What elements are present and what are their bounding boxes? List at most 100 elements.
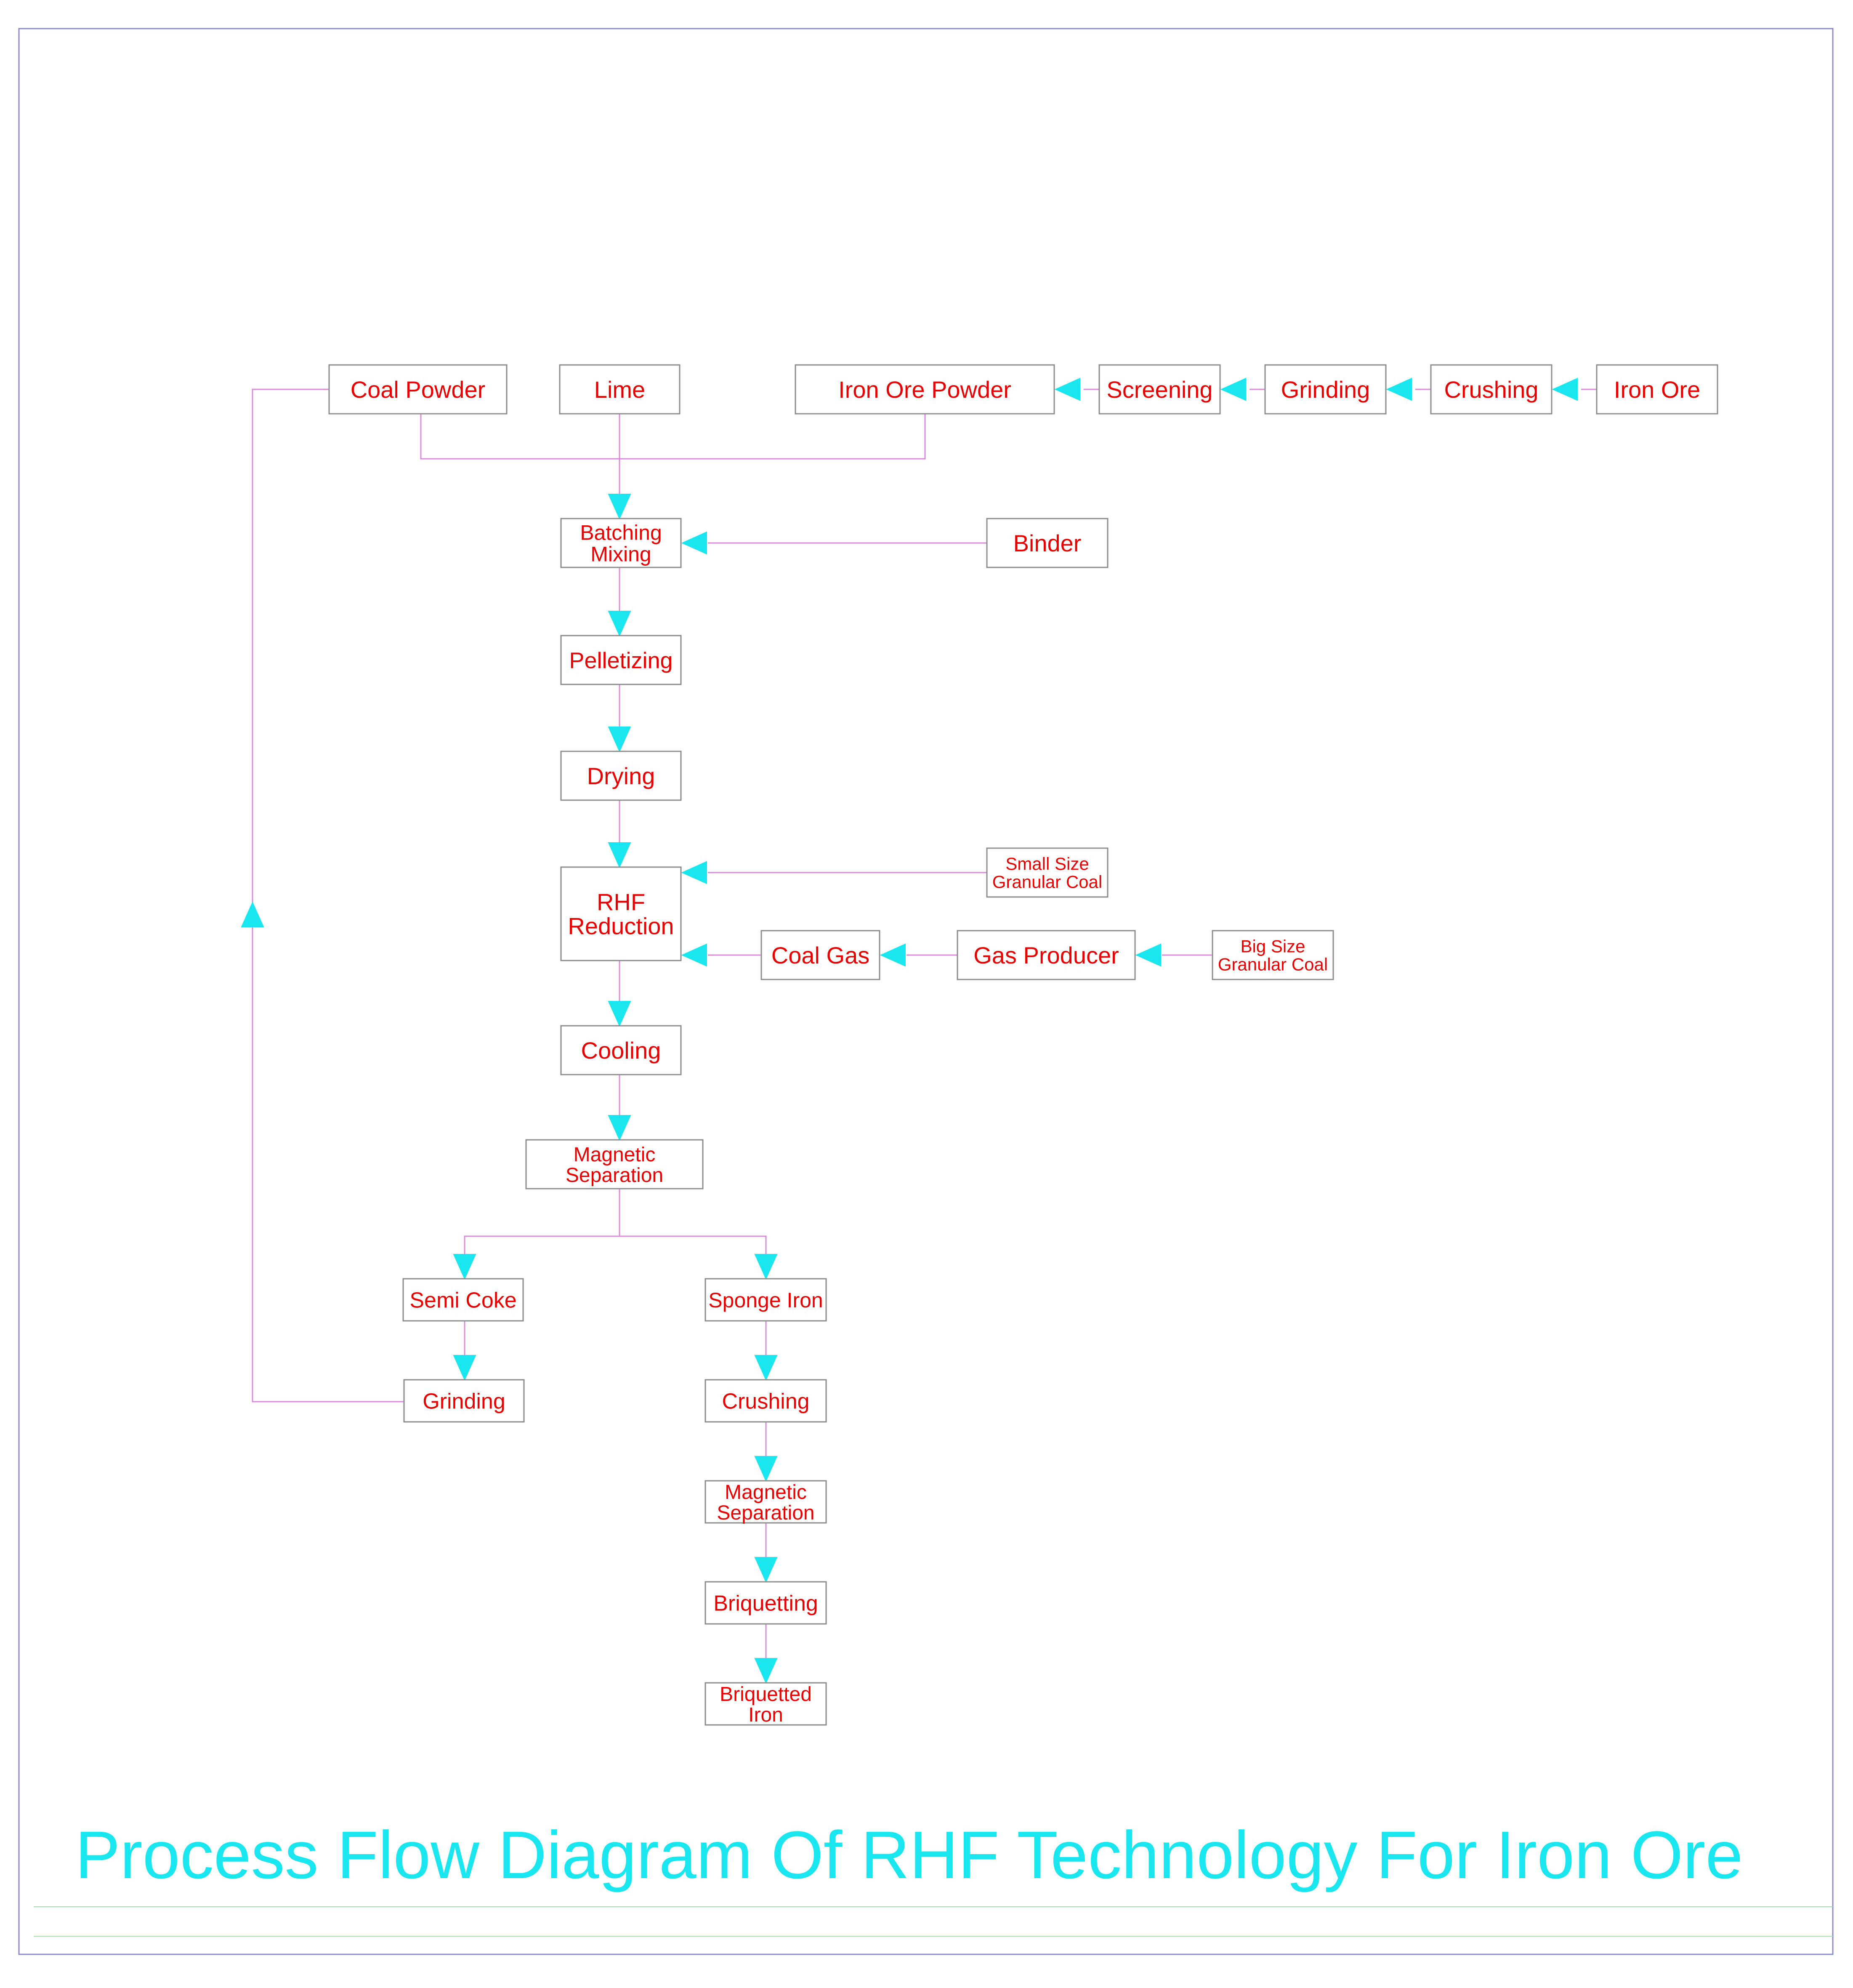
recycle-up-arrow [241, 901, 264, 927]
mix-input-arrow [608, 494, 631, 520]
node-lime: Lime [559, 364, 681, 415]
node-label-crushing-top: Crushing [1444, 376, 1538, 403]
node-box-screening [1098, 364, 1221, 415]
flow-arrows [241, 378, 1578, 1684]
node-label-magnetic-separation-1-line-1: Magnetic [574, 1144, 656, 1166]
node-briquetting: Briquetting [705, 1581, 827, 1625]
node-binder: Binder [986, 518, 1109, 568]
node-label-magnetic-separation-2-line-1: Magnetic [725, 1481, 807, 1504]
node-label-sponge-iron: Sponge Iron [708, 1288, 823, 1312]
node-gas-producer: Gas Producer [957, 930, 1136, 980]
node-box-batching-mixing [560, 518, 682, 568]
node-box-iron-ore-powder [795, 364, 1055, 415]
node-box-crushing-bottom [705, 1379, 827, 1423]
diagram-title: Process Flow Diagram Of RHF Technology F… [75, 1817, 1743, 1892]
node-semi-coke: Semi Coke [402, 1278, 524, 1322]
drying-arrow [608, 727, 631, 753]
crushing-top-arrow [1552, 378, 1578, 401]
node-box-grinding-bottom [403, 1379, 525, 1423]
node-label-screening: Screening [1106, 376, 1212, 403]
node-box-magnetic-separation-1 [525, 1139, 704, 1190]
node-label-cooling: Cooling [581, 1037, 661, 1064]
node-crushing-top: Crushing [1430, 364, 1553, 415]
node-coal-powder: Coal Powder [328, 364, 508, 415]
node-label-small-size-coal-line-1: Small Size [1005, 854, 1089, 874]
node-label-grinding-bottom: Grinding [423, 1389, 505, 1414]
node-box-iron-ore [1596, 364, 1718, 415]
node-label-big-size-coal-line-1: Big Size [1240, 937, 1305, 956]
node-label-magnetic-separation-1-line-2: Separation [566, 1164, 663, 1187]
node-label-iron-ore-powder: Iron Ore Powder [838, 376, 1011, 403]
crushing-bottom-arrow [754, 1355, 778, 1381]
node-box-crushing-top [1430, 364, 1553, 415]
node-box-lime [559, 364, 681, 415]
node-box-rhf-reduction [560, 866, 682, 961]
node-label-coal-powder: Coal Powder [351, 376, 486, 403]
briquetting-arrow [754, 1557, 778, 1583]
node-box-magnetic-separation-2 [705, 1480, 827, 1524]
node-pelletizing: Pelletizing [560, 635, 682, 685]
node-box-coal-gas [760, 930, 880, 980]
node-label-crushing-bottom: Crushing [722, 1389, 809, 1414]
grinding-recycle-line [252, 926, 404, 1403]
node-sponge-iron: Sponge Iron [705, 1278, 827, 1322]
node-box-binder [986, 518, 1109, 568]
node-box-big-size-coal [1212, 930, 1334, 980]
node-box-briquetted-iron [705, 1682, 827, 1726]
node-grinding-bottom: Grinding [403, 1379, 525, 1423]
grinding-top-arrow [1386, 378, 1412, 401]
node-iron-ore: Iron Ore [1596, 364, 1718, 415]
node-label-pelletizing: Pelletizing [569, 648, 673, 673]
node-label-batching-mixing-line-2: Mixing [590, 543, 651, 566]
node-label-briquetted-iron-line-2: Iron [748, 1704, 783, 1726]
grinding-bottom-arrow [453, 1355, 476, 1381]
node-grinding-top: Grinding [1264, 364, 1387, 415]
cooling-arrow [608, 1001, 631, 1027]
small-coal-arrow [681, 861, 707, 884]
node-label-batching-mixing-line-1: Batching [580, 521, 662, 545]
node-box-cooling [560, 1025, 682, 1075]
coal-gas-arrow [880, 943, 906, 967]
node-label-lime: Lime [594, 376, 645, 403]
node-box-drying [560, 750, 682, 801]
coal-powder-to-mix-line [420, 414, 926, 460]
pelletizing-arrow [608, 611, 631, 637]
screening-arrow [1220, 378, 1246, 401]
node-label-grinding-top: Grinding [1281, 376, 1370, 403]
node-box-sponge-iron [705, 1278, 827, 1322]
node-drying: Drying [560, 750, 682, 801]
rhf-input-arrow [608, 842, 631, 868]
node-label-semi-coke: Semi Coke [409, 1288, 516, 1313]
node-crushing-bottom: Crushing [705, 1379, 827, 1423]
gas-producer-arrow [1135, 943, 1161, 967]
node-box-small-size-coal [986, 847, 1109, 898]
coal-gas-rhf-arrow [681, 943, 707, 967]
node-coal-gas: Coal Gas [760, 930, 880, 980]
node-label-big-size-coal-line-2: Granular Coal [1218, 955, 1328, 974]
node-box-gas-producer [957, 930, 1136, 980]
node-box-grinding-top [1264, 364, 1387, 415]
sponge-iron-arrow [754, 1254, 778, 1280]
recycle-to-coal-powder-line [252, 389, 329, 902]
node-screening: Screening [1098, 364, 1221, 415]
magsep-split-line [464, 1189, 620, 1256]
node-label-drying: Drying [587, 763, 655, 789]
node-cooling: Cooling [560, 1025, 682, 1075]
node-label-small-size-coal-line-2: Granular Coal [992, 872, 1102, 892]
node-label-briquetting: Briquetting [713, 1591, 818, 1616]
node-box-semi-coke [402, 1278, 524, 1322]
magsep-to-sponge-line [619, 1235, 767, 1256]
node-label-gas-producer: Gas Producer [973, 942, 1119, 969]
iron-ore-powder-arrow [1054, 378, 1080, 401]
magsep-arrow [608, 1115, 631, 1141]
node-label-rhf-reduction-line-1: RHF [597, 889, 645, 915]
node-box-briquetting [705, 1581, 827, 1625]
node-label-iron-ore: Iron Ore [1614, 376, 1700, 403]
